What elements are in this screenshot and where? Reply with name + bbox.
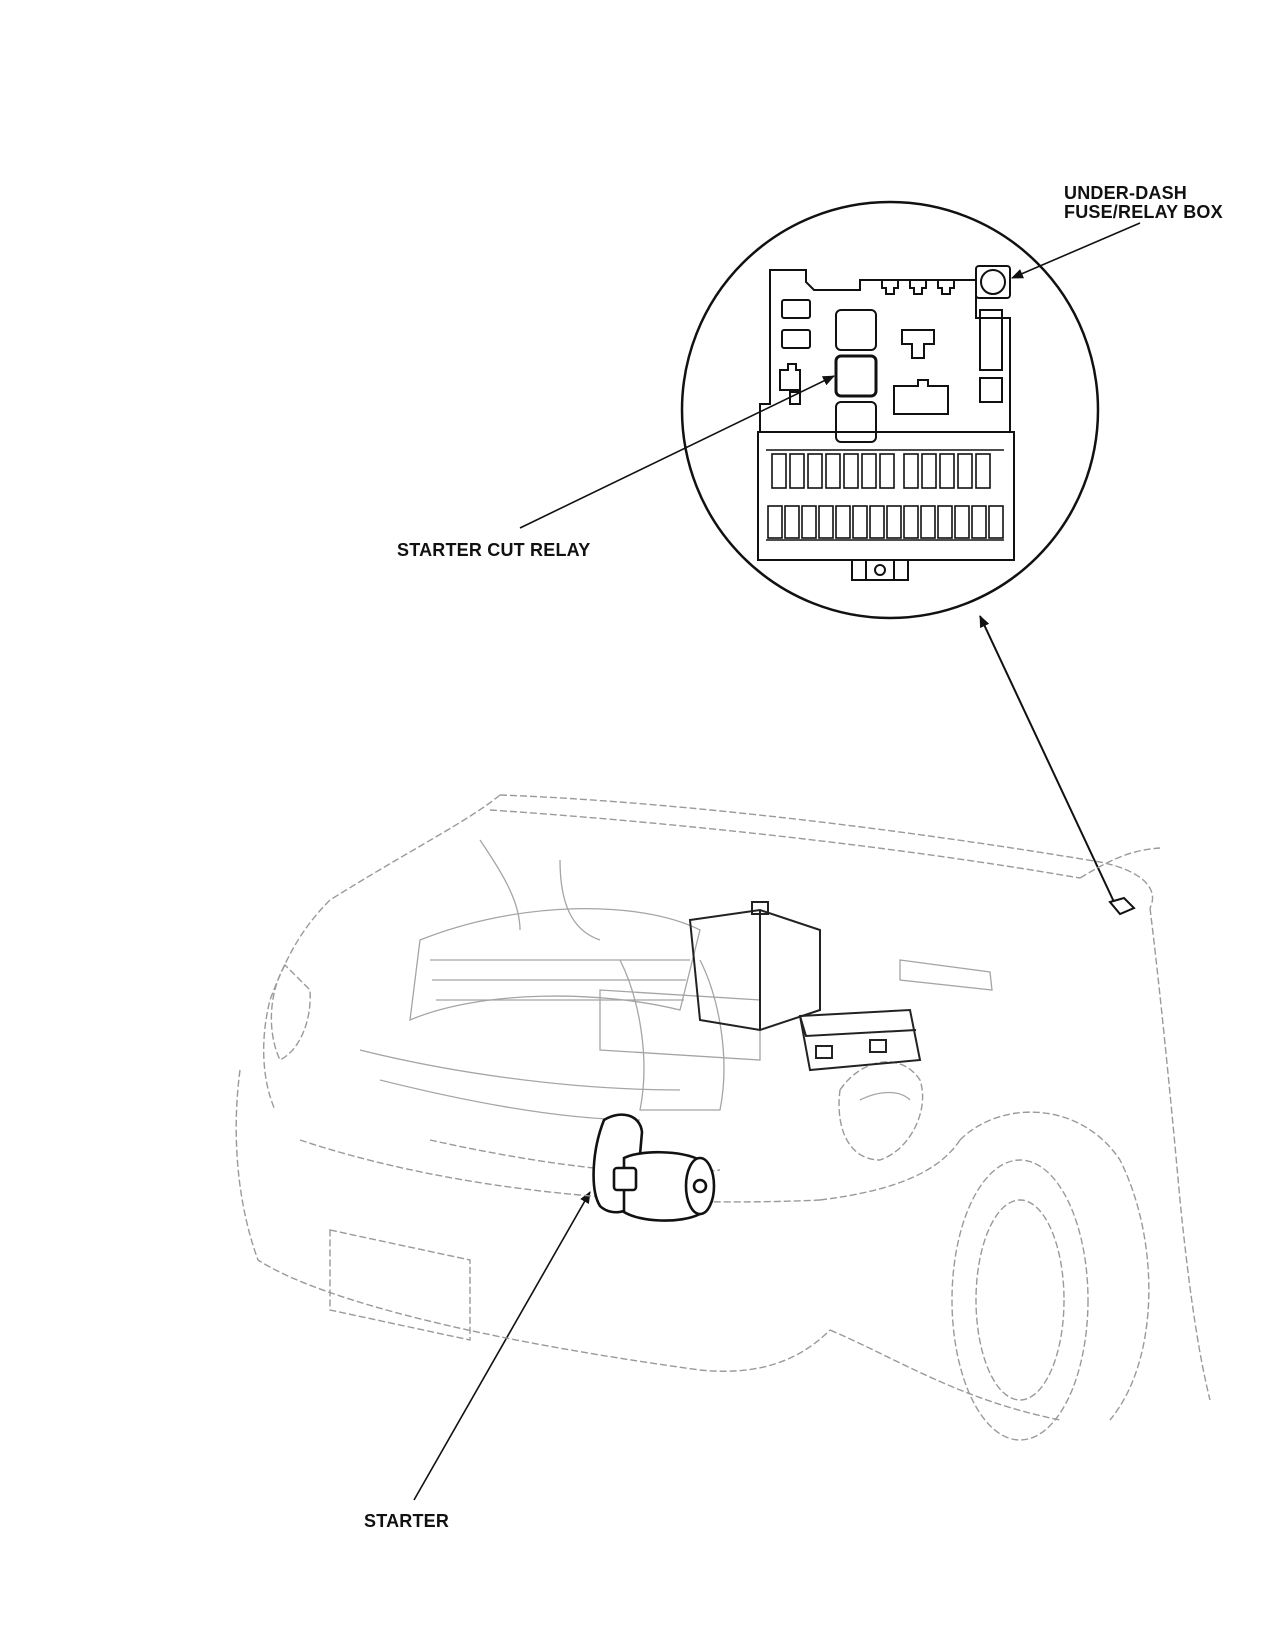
- relay-leader: [519, 375, 835, 529]
- leader-lines: [413, 222, 1141, 1501]
- fuse-row-lower: [767, 505, 1004, 539]
- fuse-relay-box: [757, 265, 1015, 581]
- air-intake-box: [688, 901, 821, 1032]
- location-arrow: [979, 615, 1115, 903]
- starter-label: STARTER: [364, 1511, 450, 1531]
- starter-motor: [592, 1113, 716, 1222]
- fuse-relay-box-detail: [680, 200, 1100, 620]
- starter-leader: [413, 1191, 591, 1501]
- engine-bay: [359, 839, 993, 1121]
- fuse-box-location-marker: [1108, 896, 1136, 916]
- fuse-box-leader: [1011, 222, 1141, 279]
- fuse-box-label-line1: UNDER-DASH: [1064, 183, 1187, 203]
- under-dash-fuse-relay-box-label: UNDER-DASH FUSE/RELAY BOX: [1064, 184, 1223, 222]
- vehicle-outline: [235, 794, 1211, 1441]
- fuse-row-upper: [771, 453, 991, 489]
- battery: [798, 1008, 922, 1072]
- starter-cut-relay-label: STARTER CUT RELAY: [397, 540, 591, 560]
- fuse-box-label-line2: FUSE/RELAY BOX: [1064, 202, 1223, 222]
- magnifier-circle: [680, 200, 1100, 620]
